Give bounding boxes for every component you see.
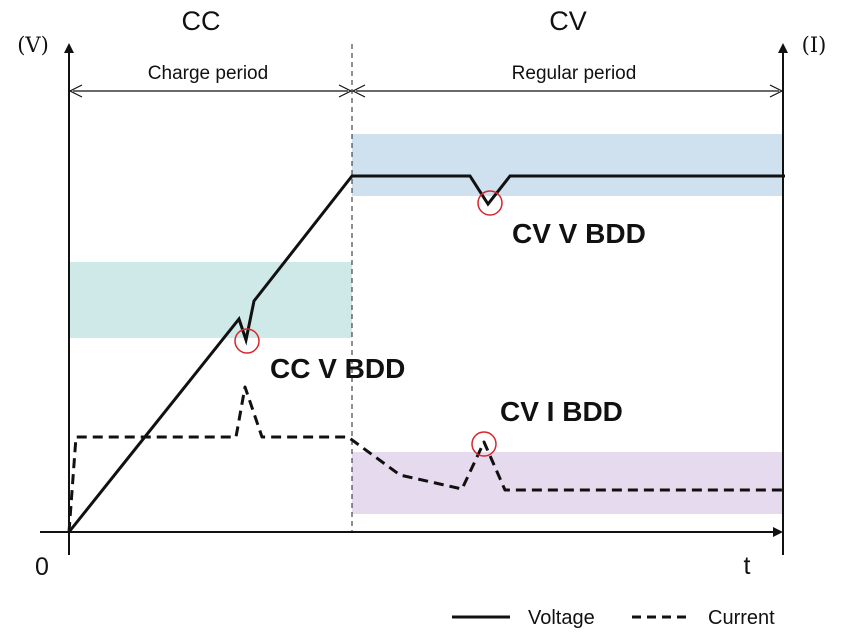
cc-v-bdd-label: CC V BDD [270, 353, 405, 384]
charge-period-span [68, 84, 353, 98]
cv-v-bdd-marker [477, 190, 503, 216]
cv-voltage-band [352, 134, 783, 196]
current-curve [67, 385, 785, 533]
cc-voltage-band [69, 262, 352, 338]
cv-current-band [352, 452, 783, 514]
regular-period-span [351, 84, 784, 98]
legend-current-label: Current [708, 607, 775, 629]
x-axis-label: t [744, 552, 751, 580]
cv-v-bdd-label: CV V BDD [512, 218, 646, 249]
right-axis-unit: (I) [802, 33, 827, 57]
left-axis-unit: (V) [17, 33, 49, 57]
cc-phase-title: CC [182, 6, 221, 36]
cv-phase-title: CV [549, 6, 587, 36]
legend: Voltage Current [452, 607, 775, 629]
regular-period-label: Regular period [512, 63, 637, 84]
legend-voltage-label: Voltage [528, 607, 595, 629]
origin-label: 0 [35, 553, 49, 581]
cv-i-bdd-label: CV I BDD [500, 396, 623, 427]
cc-v-bdd-marker [234, 328, 260, 354]
cv-i-bdd-marker [471, 431, 497, 457]
voltage-curve [67, 174, 785, 533]
charge-period-label: Charge period [148, 63, 268, 84]
